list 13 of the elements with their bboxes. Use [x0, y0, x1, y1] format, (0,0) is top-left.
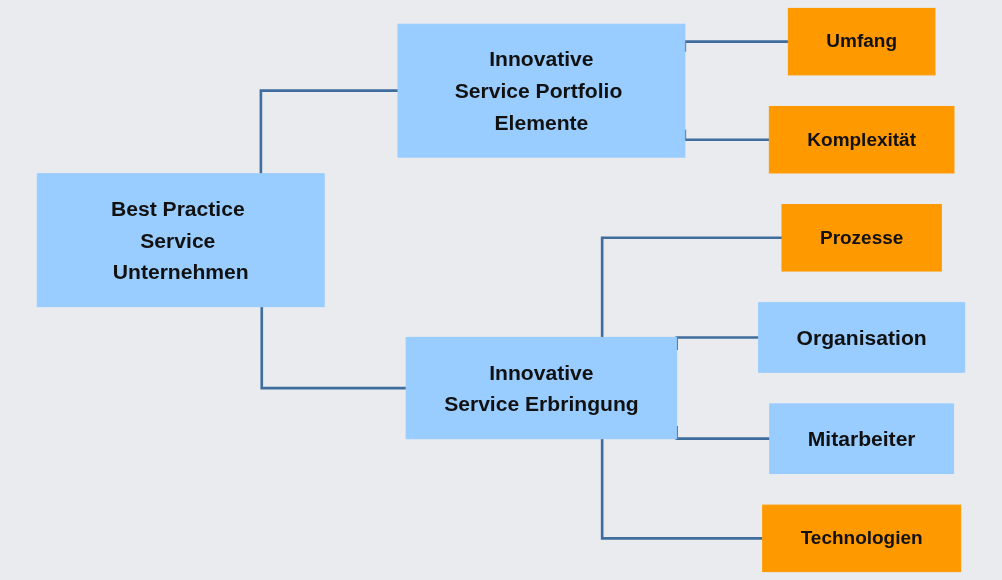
connector	[259, 89, 398, 174]
node-box: Komplexität	[768, 106, 955, 174]
node-box: Innovative Service Erbringung	[405, 336, 678, 440]
node-box: Technologien	[762, 504, 962, 573]
node-box: Umfang	[787, 7, 936, 76]
node-box: Best Practice Service Unternehmen	[36, 173, 325, 308]
node-box: Prozesse	[781, 204, 942, 272]
node-box: Mitarbeiter	[769, 403, 955, 474]
node-box: Innovative Service Portfolio Elemente	[397, 23, 686, 158]
connector	[260, 306, 407, 390]
node-box: Organisation	[758, 302, 966, 373]
connector	[600, 236, 782, 338]
connector	[600, 438, 763, 540]
